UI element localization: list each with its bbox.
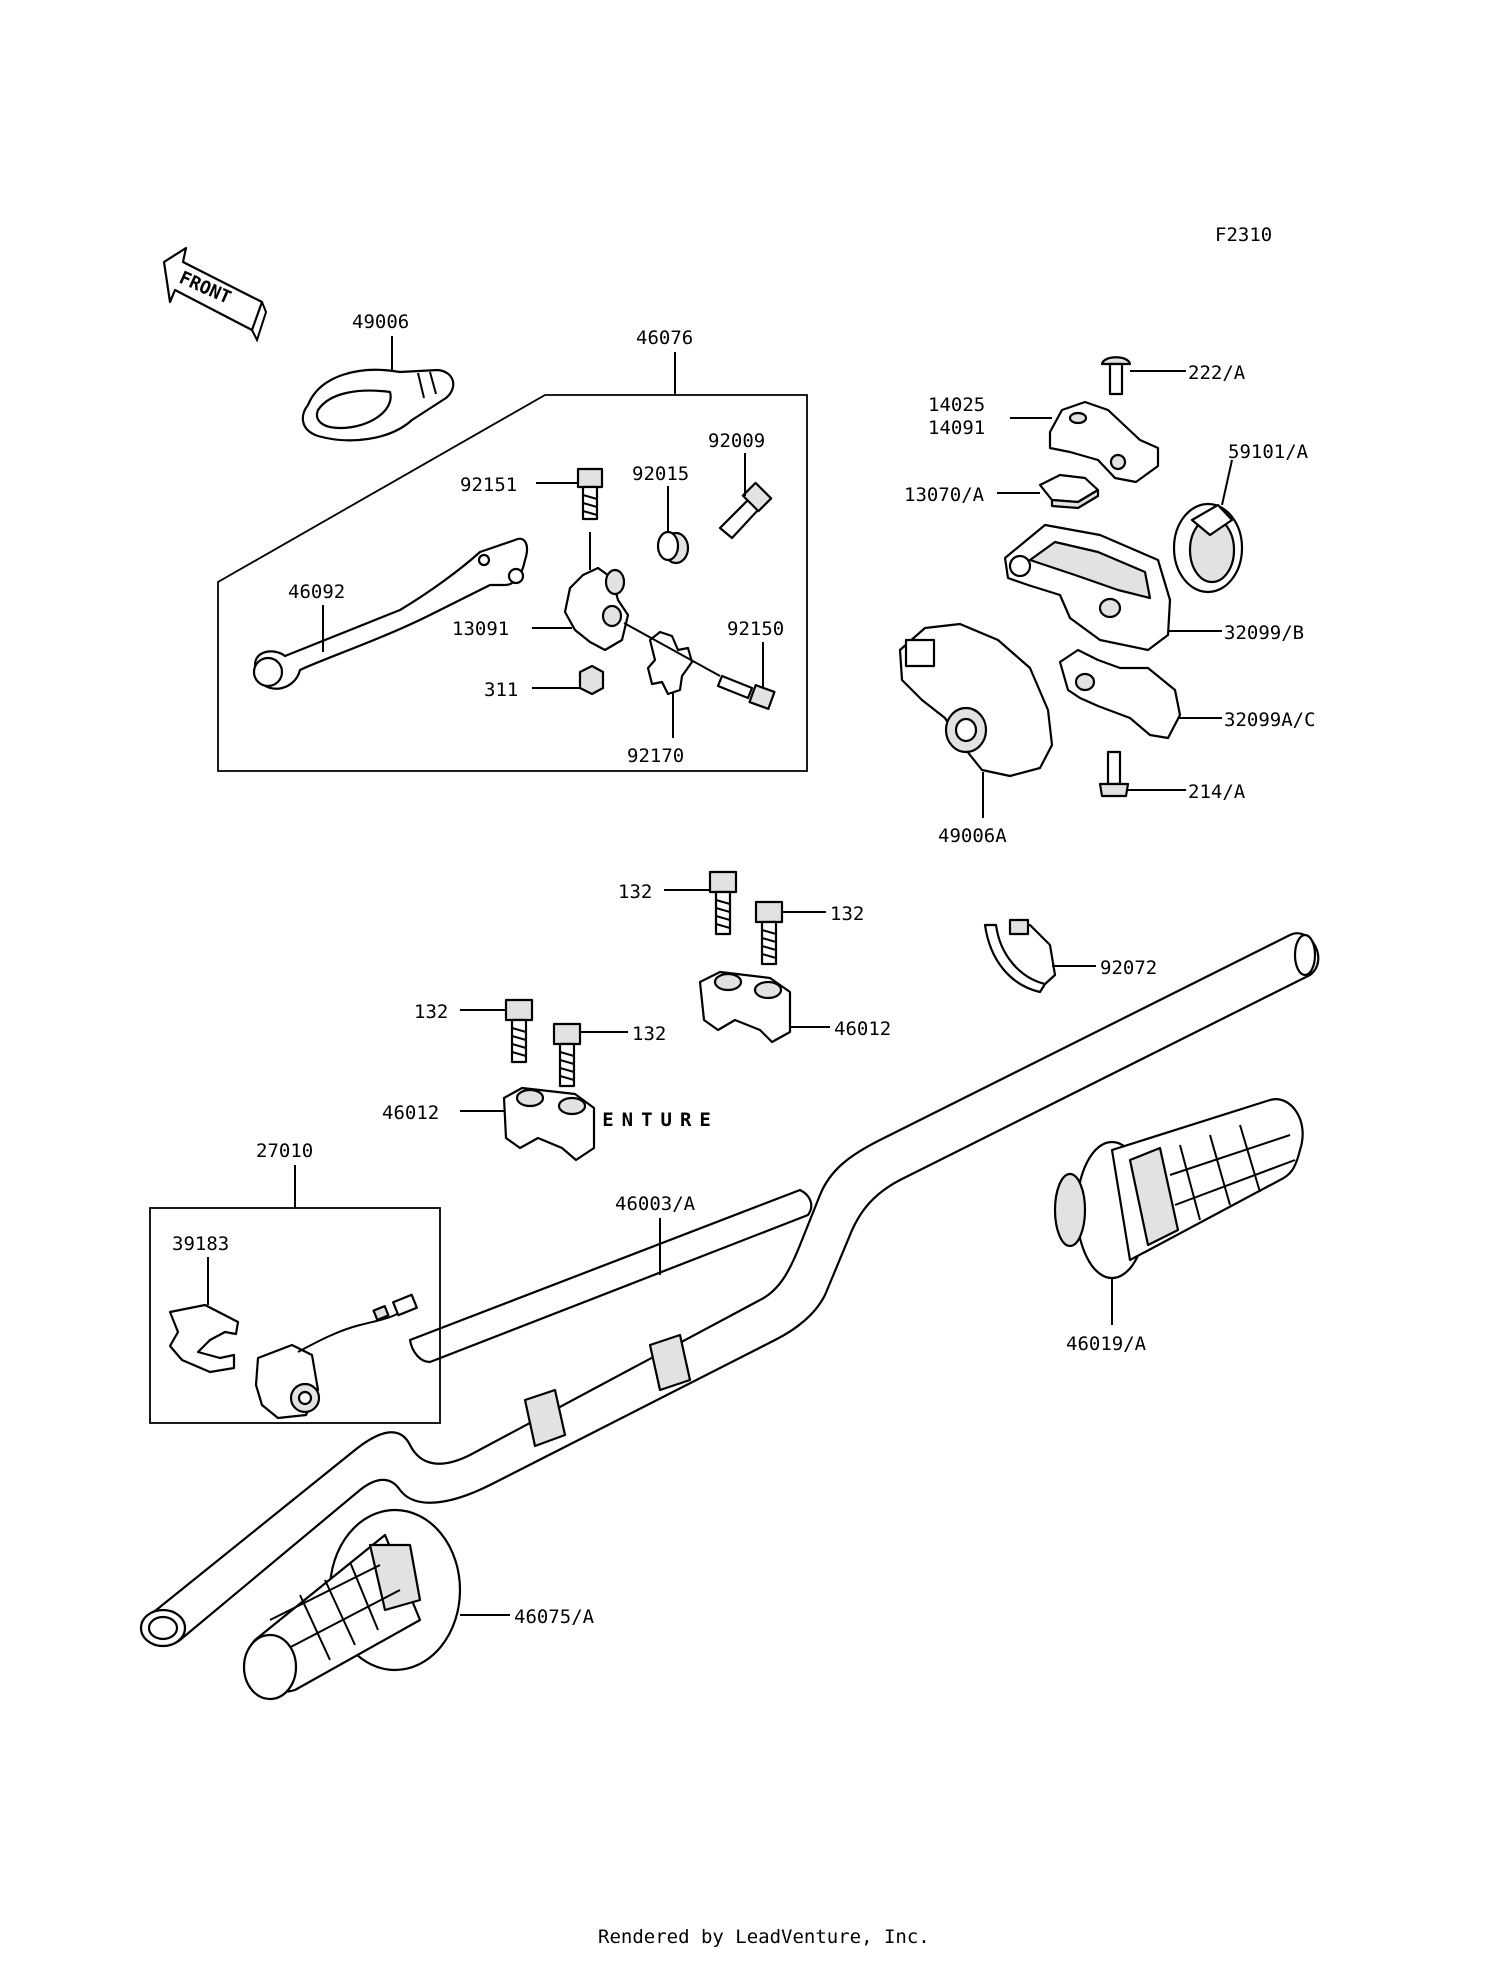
label-46076: 46076 <box>636 327 693 349</box>
bolt-132-d <box>552 1022 582 1088</box>
label-59101a: 59101/A <box>1228 441 1309 463</box>
lever-cover-49006 <box>301 368 455 442</box>
bolt-132-c <box>504 998 534 1064</box>
screw-222a <box>1100 356 1132 396</box>
throttle-cover-49006a <box>898 622 1054 778</box>
label-46075a: 46075/A <box>514 1606 595 1628</box>
nut-311 <box>578 664 605 696</box>
label-311: 311 <box>484 679 518 701</box>
label-92151: 92151 <box>460 474 517 496</box>
label-39183: 39183 <box>172 1233 229 1255</box>
footer-credit: Rendered by LeadVenture, Inc. <box>598 1926 930 1948</box>
front-arrow-icon: FRONT <box>162 246 268 343</box>
handlebar-clamp-46012-a <box>698 970 792 1044</box>
lever-holder-13091 <box>563 566 630 652</box>
label-14025: 14025 <box>928 394 985 416</box>
leader <box>1221 459 1233 506</box>
throttle-housing-upper-32099b <box>1003 523 1172 652</box>
label-27010: 27010 <box>256 1140 313 1162</box>
clamp-92170 <box>646 630 694 696</box>
engine-stop-switch <box>254 1293 418 1420</box>
label-13070a: 13070/A <box>904 484 985 506</box>
leader <box>623 622 721 677</box>
bolt-132-a <box>708 870 738 936</box>
label-46019a: 46019/A <box>1066 1333 1147 1355</box>
bolt-132-b <box>754 900 784 966</box>
label-214a: 214/A <box>1188 781 1246 803</box>
clutch-lever-46092 <box>252 537 529 690</box>
label-14091: 14091 <box>928 417 985 439</box>
adjuster-92009 <box>718 481 773 540</box>
nut-92015 <box>656 530 690 565</box>
label-132-a: 132 <box>618 881 652 903</box>
label-132-c: 132 <box>414 1001 448 1023</box>
switch-clamp-39183 <box>168 1303 240 1374</box>
bolt-92151 <box>576 467 604 521</box>
label-49006a: 49006A <box>938 825 1007 847</box>
label-13091: 13091 <box>452 618 509 640</box>
label-92170: 92170 <box>627 745 684 767</box>
label-92009: 92009 <box>708 430 765 452</box>
label-32099ac: 32099A/C <box>1224 709 1316 731</box>
label-132-d: 132 <box>632 1023 666 1045</box>
plate-13070a <box>1038 473 1100 510</box>
label-92150: 92150 <box>727 618 784 640</box>
label-132-b: 132 <box>830 903 864 925</box>
screw-214a <box>1098 750 1130 798</box>
grip-right-46019a <box>1053 1098 1304 1280</box>
label-49006: 49006 <box>352 311 409 333</box>
figure-code: F2310 <box>1215 224 1272 246</box>
handlebar-46003a <box>139 932 1320 1648</box>
label-46092: 46092 <box>288 581 345 603</box>
label-92072: 92072 <box>1100 957 1157 979</box>
label-92015: 92015 <box>632 463 689 485</box>
band-92072 <box>983 918 1057 994</box>
assembly-box-46076 <box>217 394 808 772</box>
label-46003a: 46003/A <box>615 1193 696 1215</box>
pulley-59101a <box>1172 502 1244 594</box>
label-222a: 222/A <box>1188 362 1246 384</box>
grip-left-46075a <box>242 1508 462 1701</box>
bolt-92150 <box>716 674 776 710</box>
label-46012-a: 46012 <box>834 1018 891 1040</box>
label-32099b: 32099/B <box>1224 622 1304 644</box>
handlebar-clamp-46012-b <box>502 1086 596 1162</box>
throttle-cover-14025 <box>1048 400 1160 484</box>
throttle-housing-lower-32099ac <box>1058 648 1182 740</box>
label-46012-b: 46012 <box>382 1102 439 1124</box>
